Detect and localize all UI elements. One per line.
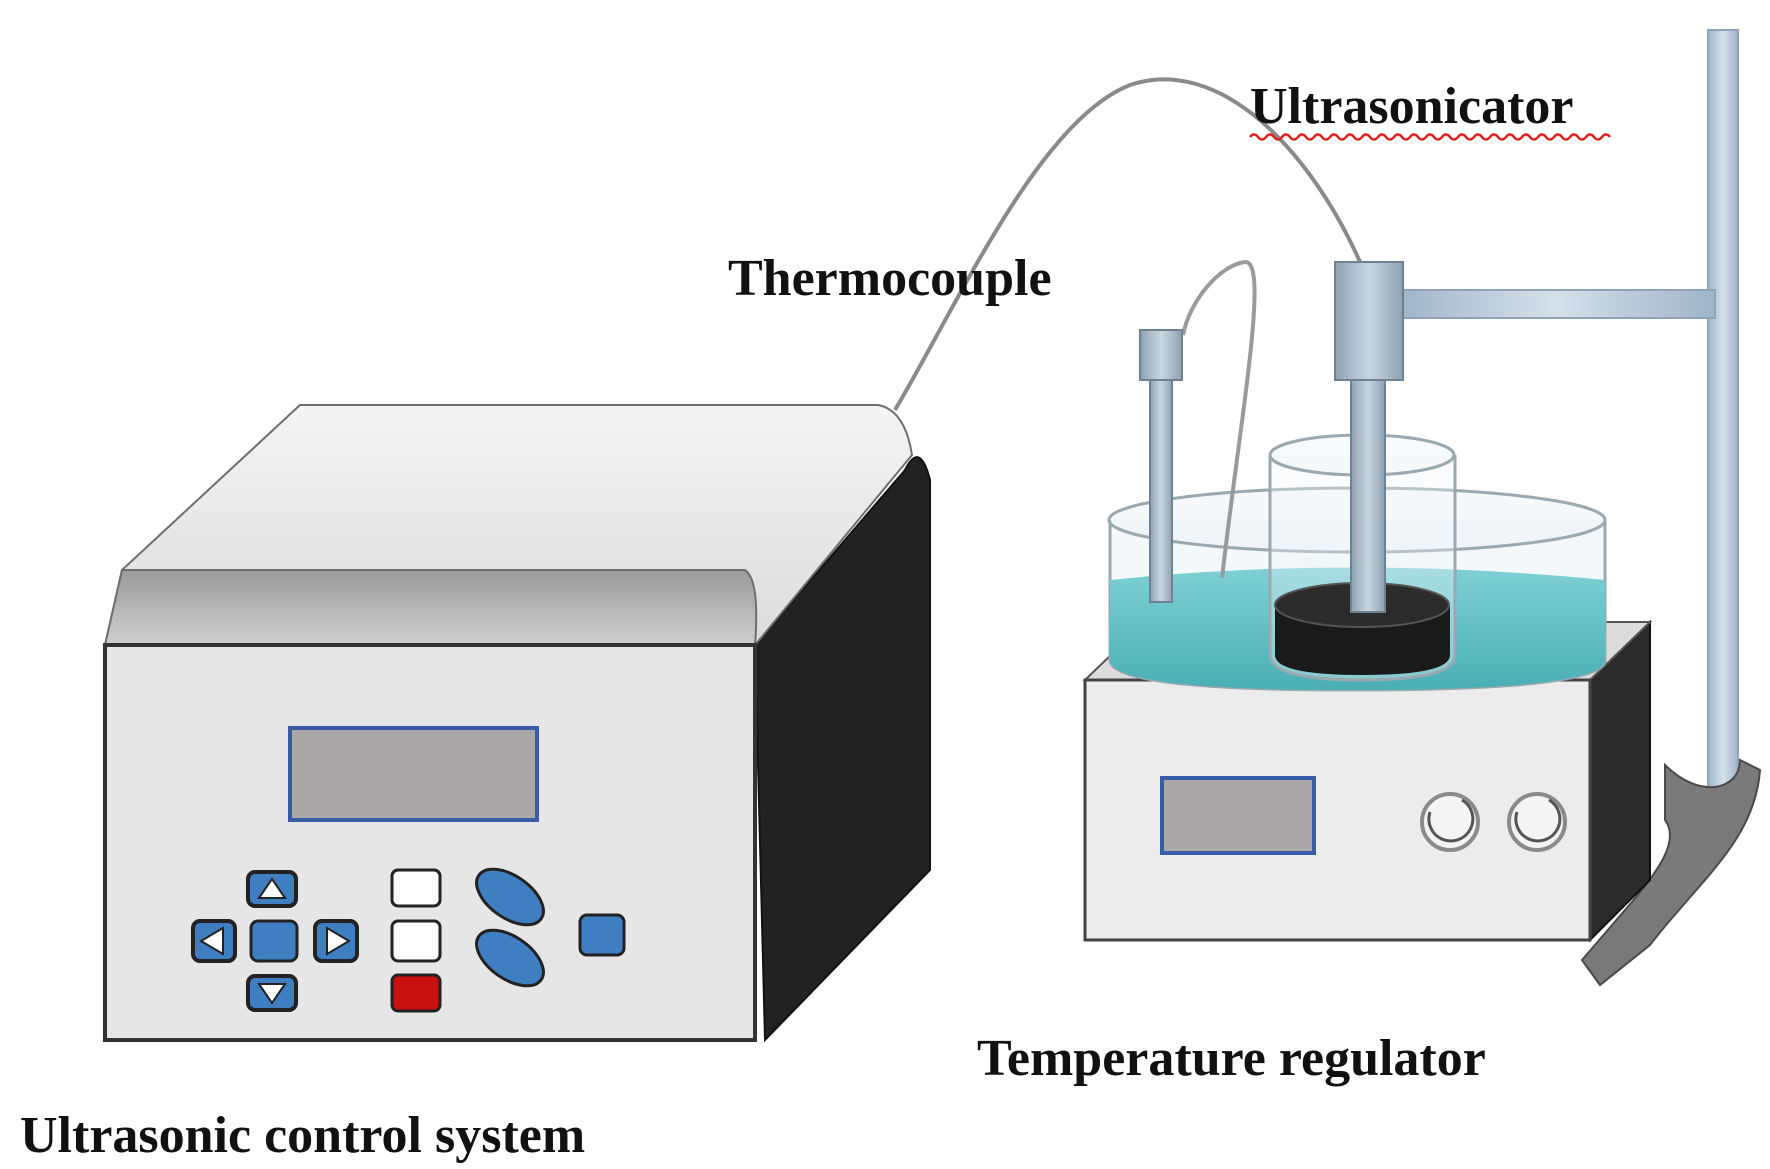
ultrasonic-control-unit: [103, 404, 931, 1043]
oval-button-lower[interactable]: [467, 919, 553, 997]
label-temperature-regulator: Temperature regulator: [977, 1030, 1486, 1087]
right-arrow-icon[interactable]: [313, 919, 359, 963]
label-ultrasonicator: Ultrasonicator: [1250, 78, 1573, 135]
ultrasonicator-cable: [893, 77, 1362, 412]
blue-square-button[interactable]: [578, 913, 626, 957]
down-arrow-icon[interactable]: [246, 974, 298, 1012]
knob-icon[interactable]: [1507, 792, 1567, 852]
regulator-display: [1160, 776, 1316, 855]
label-thermocouple: Thermocouple: [728, 250, 1052, 307]
control-unit-side: [753, 456, 931, 1043]
red-stop-button[interactable]: [390, 973, 442, 1013]
thermocouple-wire: [1181, 259, 1257, 579]
center-button[interactable]: [249, 919, 299, 963]
thermocouple-probe: [1139, 329, 1183, 603]
oval-button-upper[interactable]: [467, 858, 553, 936]
white-button-top[interactable]: [390, 868, 442, 908]
label-ultrasonic-control-system: Ultrasonic control system: [20, 1107, 585, 1164]
left-arrow-icon[interactable]: [191, 919, 237, 963]
white-button-middle[interactable]: [390, 919, 442, 963]
ring-stand: [1394, 29, 1762, 987]
up-arrow-icon[interactable]: [246, 870, 298, 908]
spellcheck-underline: [1249, 133, 1611, 141]
ultrasonicator-probe: [1334, 261, 1404, 613]
knob-icon[interactable]: [1420, 792, 1480, 852]
control-display: [288, 726, 539, 822]
